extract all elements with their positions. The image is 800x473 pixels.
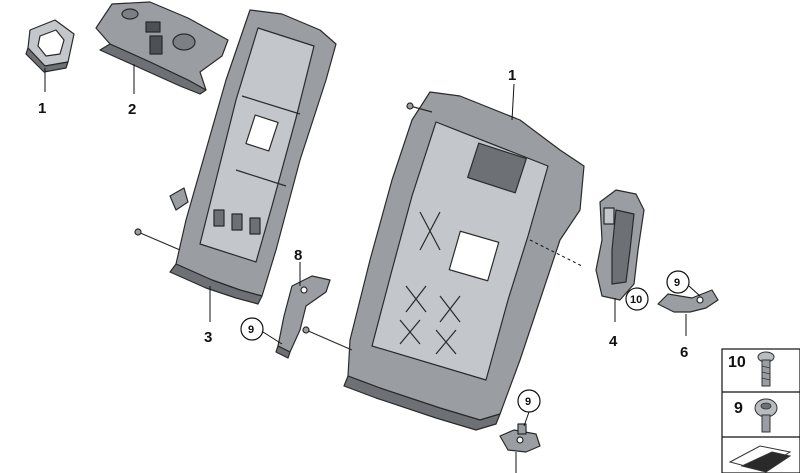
part-8-hinge-bracket <box>275 275 331 359</box>
part-bottom-bracket <box>499 423 541 453</box>
label-5: 1 <box>38 100 46 117</box>
svg-text:9: 9 <box>248 324 254 336</box>
svg-text:10: 10 <box>630 294 642 306</box>
circle-callout-9-a: 9 <box>240 317 264 341</box>
part-3-lock-bracket <box>595 189 645 301</box>
legend-row-screw: 10 <box>728 351 775 387</box>
legend-row-shim <box>728 445 792 473</box>
label-2: 3 <box>204 329 212 346</box>
screw-icon <box>757 351 775 387</box>
svg-text:9: 9 <box>734 400 743 417</box>
alignment-line <box>529 239 583 267</box>
label-4: 2 <box>128 101 136 118</box>
svg-text:9: 9 <box>674 277 680 289</box>
circle-callout-10: 10 <box>625 287 649 311</box>
svg-text:9: 9 <box>525 396 531 408</box>
part-6-hinge-plate <box>657 289 719 313</box>
label-3: 4 <box>609 333 618 350</box>
label-6: 6 <box>680 344 688 361</box>
part-2-left-backrest-frame <box>134 9 337 305</box>
part-1-main-backrest-frame <box>302 91 585 431</box>
circle-callout-9-b: 9 <box>666 270 690 294</box>
fastener-legend: 10 9 <box>721 348 800 473</box>
circle-callout-9-c: 9 <box>517 389 541 413</box>
part-5-clip <box>25 19 75 73</box>
legend-row-bolt: 9 <box>734 398 778 433</box>
bolt-icon <box>754 398 778 433</box>
svg-text:10: 10 <box>728 354 746 371</box>
label-8: 8 <box>294 247 302 264</box>
part-4-cover <box>95 1 229 95</box>
label-1: 1 <box>508 67 516 84</box>
shim-icon <box>728 445 792 473</box>
